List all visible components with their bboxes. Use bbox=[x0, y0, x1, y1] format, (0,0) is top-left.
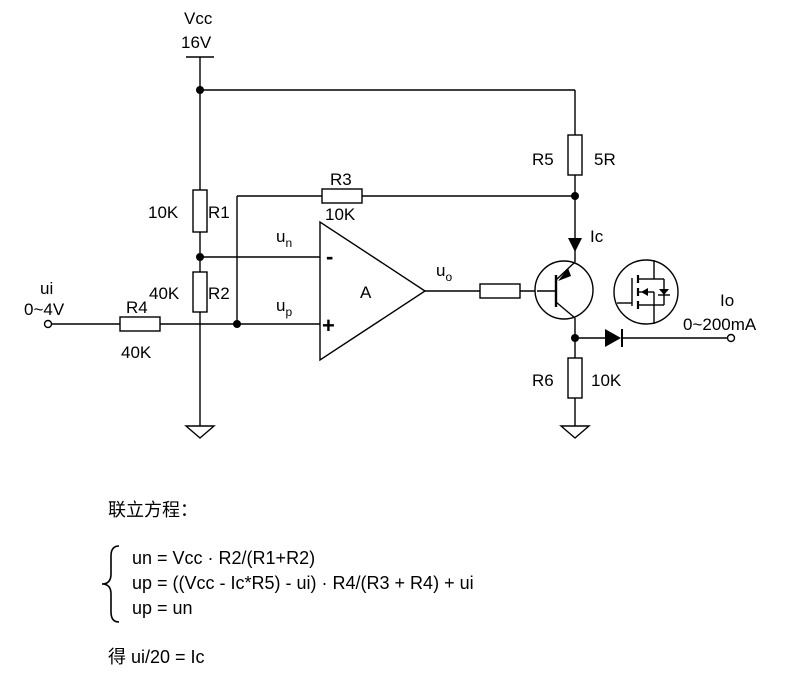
r3-ref: R3 bbox=[330, 170, 352, 189]
r4-ref: R4 bbox=[126, 298, 148, 317]
r2-ref: R2 bbox=[208, 284, 230, 303]
ground-symbol-left bbox=[184, 422, 216, 439]
r6-value: 10K bbox=[591, 371, 622, 390]
pnp-transistor bbox=[534, 260, 594, 320]
r6-ref: R6 bbox=[532, 371, 554, 390]
r4-value: 40K bbox=[121, 343, 152, 362]
collector-current-label: Ic bbox=[590, 227, 604, 246]
resistor-r5 bbox=[567, 134, 583, 176]
input-terminal bbox=[43, 319, 53, 329]
equation-line-3: up = un bbox=[132, 598, 193, 618]
opamp-triangle bbox=[319, 220, 427, 362]
diode bbox=[605, 329, 623, 347]
opamp-inverting-sign: - bbox=[326, 244, 333, 269]
r5-value: 5R bbox=[594, 150, 616, 169]
r2-value: 40K bbox=[149, 284, 180, 303]
node-un-label: un bbox=[276, 227, 292, 250]
resistor-base bbox=[479, 283, 521, 299]
resistor-r2 bbox=[192, 271, 208, 313]
r1-value: 10K bbox=[148, 203, 179, 222]
ground-symbol-right bbox=[559, 425, 591, 439]
circuit-schematic: - + A Vcc 16V 10K R1 bbox=[24, 9, 757, 439]
vcc-label: Vcc bbox=[184, 9, 213, 28]
vcc-value: 16V bbox=[181, 33, 212, 52]
output-range: 0~200mA bbox=[683, 315, 757, 334]
output-terminal bbox=[726, 333, 736, 343]
mosfet-icon bbox=[613, 259, 679, 325]
output-name: Io bbox=[720, 291, 734, 310]
node-up-label: up bbox=[276, 296, 292, 319]
junctions bbox=[196, 86, 579, 342]
opamp-label: A bbox=[360, 283, 372, 302]
opamp-noninverting-sign: + bbox=[322, 313, 335, 338]
resistor-r1 bbox=[192, 189, 208, 233]
input-range: 0~4V bbox=[24, 300, 65, 319]
input-name: ui bbox=[40, 279, 53, 298]
resistor-r6 bbox=[567, 357, 583, 399]
node-uo-label: uo bbox=[436, 261, 452, 284]
current-arrow-icon bbox=[568, 238, 582, 252]
equation-line-2: up = ((Vcc - Ic*R5) - ui) · R4/(R3 + R4)… bbox=[132, 573, 474, 593]
equations-heading: 联立方程： bbox=[108, 500, 198, 520]
resistor-r3 bbox=[321, 188, 363, 204]
wires bbox=[52, 56, 728, 426]
r5-ref: R5 bbox=[532, 150, 554, 169]
curly-brace-icon bbox=[101, 545, 120, 623]
r1-ref: R1 bbox=[208, 203, 230, 222]
equation-result: 得 ui/20 = Ic bbox=[108, 647, 205, 667]
equation-line-1: un = Vcc · R2/(R1+R2) bbox=[132, 548, 316, 568]
r3-value: 10K bbox=[325, 205, 356, 224]
resistor-r4 bbox=[119, 316, 161, 332]
